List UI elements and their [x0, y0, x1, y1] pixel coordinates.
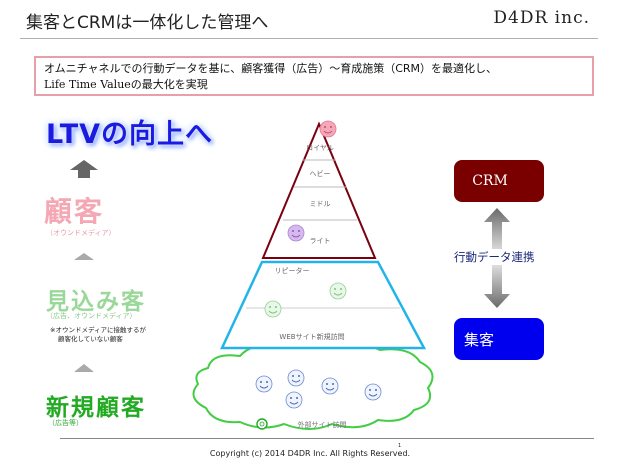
summary-box: オムニチャネルでの行動データを基に、顧客獲得（広告）〜育成施策（CRM）を最適化…	[34, 56, 594, 96]
smiley-icon	[329, 282, 347, 300]
stage-prospect-note: ※オウンドメディアに接触するが 顧客化していない顧客	[50, 326, 146, 344]
stage-prospect-sub: （広告、オウンドメディア）	[46, 312, 137, 320]
prospect-trapezoid	[220, 260, 427, 350]
prospect-bottom-label: WEBサイト新規訪問	[279, 332, 344, 341]
customer-pyramid	[261, 121, 377, 259]
summary-line-1: オムニチャネルでの行動データを基に、顧客獲得（広告）〜育成施策（CRM）を最適化…	[44, 62, 498, 75]
stage-new-title: 新規顧客	[46, 395, 146, 421]
page-number: 1	[398, 443, 402, 449]
pyramid-layer-label: ミドル	[310, 200, 331, 208]
smiley-icon	[256, 418, 268, 430]
up-arrow-icon	[74, 253, 94, 260]
footer-copyright: Copyright (c) 2014 D4DR Inc. All Rights …	[209, 449, 411, 458]
cloud-icon	[192, 340, 434, 430]
smiley-icon	[287, 224, 305, 242]
ltv-heading: LTVの向上へ	[46, 119, 214, 150]
brand-logo: D4DR inc.	[493, 8, 590, 28]
smiley-icon	[285, 391, 303, 409]
stage-customer-title: 顧客	[44, 195, 105, 228]
stage-new-sub: （広告等）	[48, 419, 83, 427]
note-line-1: ※オウンドメディアに接触するが	[50, 326, 146, 334]
up-arrow-icon	[70, 160, 98, 178]
smiley-icon	[255, 375, 273, 393]
title-divider	[20, 38, 598, 39]
footer-divider	[60, 438, 594, 439]
cloud-label: 外部サイト訪問	[298, 420, 347, 429]
page-title: 集客とCRMは一体化した管理へ	[26, 13, 269, 33]
summary-line-2: Life Time Valueの最大化を実現	[44, 78, 208, 91]
smiley-icon	[321, 377, 339, 395]
pyramid-layer-label: ライト	[310, 237, 331, 245]
pyramid-layer-label: ロイヤル	[306, 144, 334, 152]
data-link-label: 行動データ連携	[452, 249, 537, 265]
up-arrow-icon	[74, 364, 94, 372]
smiley-icon	[319, 120, 337, 138]
prospect-top-label: リピーター	[275, 266, 310, 275]
smiley-icon	[264, 300, 282, 318]
smiley-icon	[287, 369, 305, 387]
stage-prospect-title: 見込み客	[46, 289, 146, 315]
acquisition-box: 集客	[454, 318, 544, 360]
smiley-icon	[364, 383, 382, 401]
note-line-2: 顧客化していない顧客	[58, 335, 123, 343]
crm-box: CRM	[454, 160, 544, 202]
stage-customer-sub: （オウンドメディア）	[46, 229, 116, 237]
pyramid-layer-label: ヘビー	[310, 169, 331, 178]
